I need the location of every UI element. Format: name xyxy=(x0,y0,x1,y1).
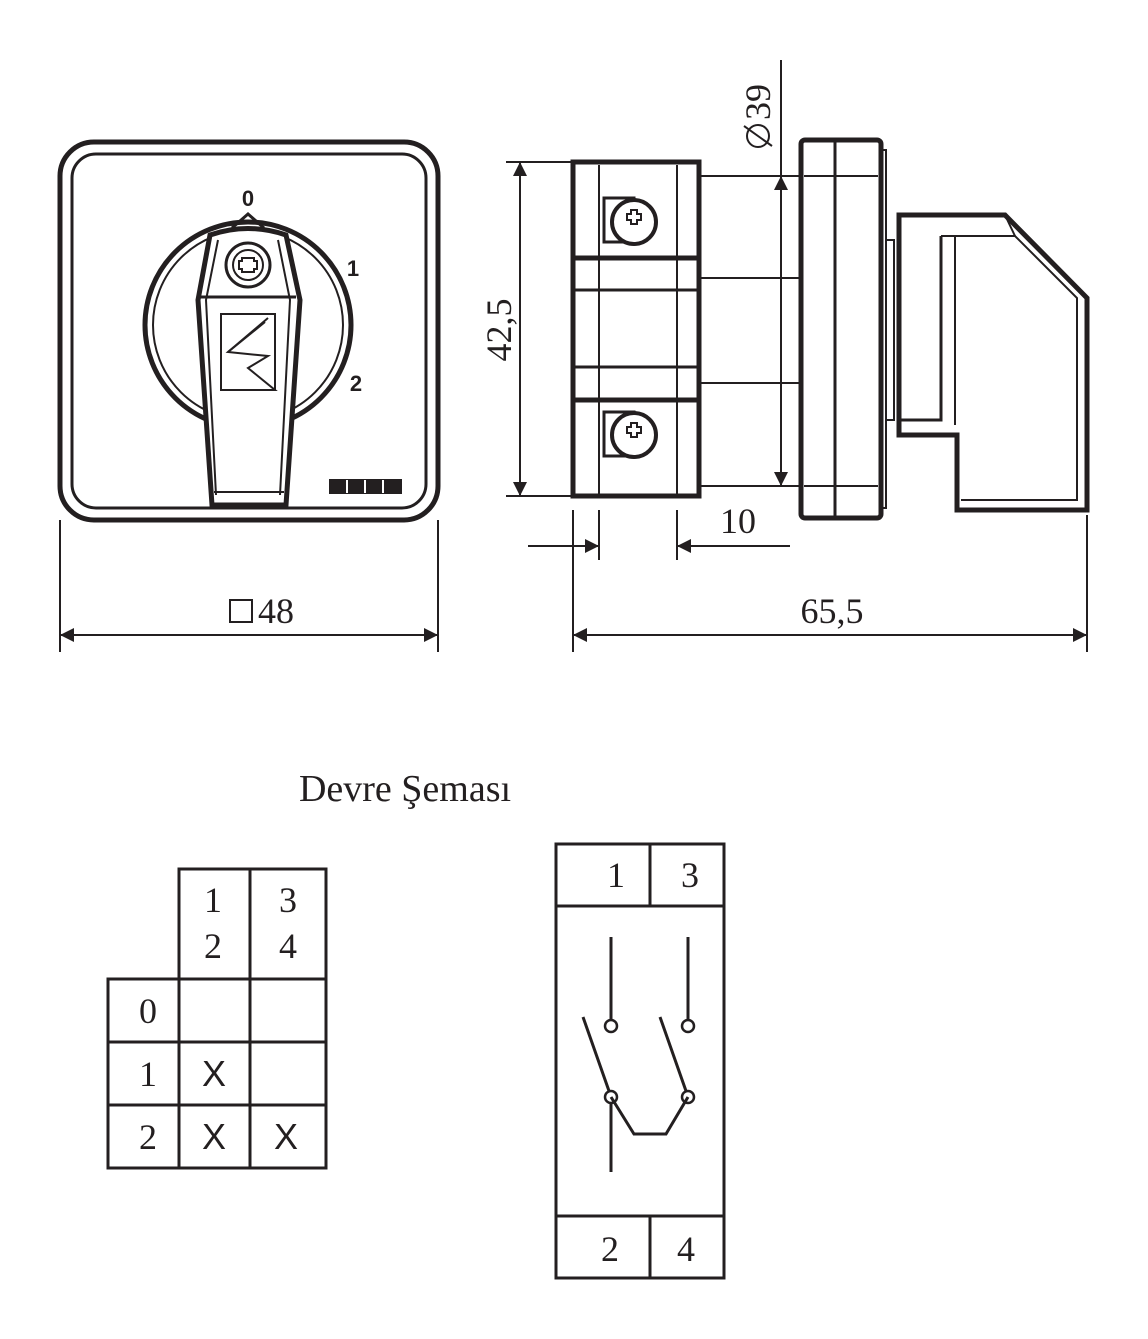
contact-body xyxy=(570,159,702,499)
terminal-screw-bottom xyxy=(602,410,658,459)
front-view: 0 1 2 xyxy=(57,139,441,523)
brand-logo xyxy=(220,313,278,391)
table-row-position: 0 xyxy=(139,991,157,1031)
knob-screw xyxy=(224,241,272,289)
table-row-position: 1 xyxy=(139,1054,157,1094)
terminal-label-3: 3 xyxy=(681,855,699,895)
terminal-screw-top xyxy=(602,196,658,246)
circuit-diagram: 1 3 2 4 xyxy=(554,842,726,1280)
diameter-symbol xyxy=(746,124,770,148)
table-cell: X xyxy=(202,1116,226,1157)
table-header-contact-4: 4 xyxy=(279,926,297,966)
depth-dimension: 10 xyxy=(528,501,790,560)
table-header-contact-1: 1 xyxy=(204,880,222,920)
front-plate-outer xyxy=(57,139,441,523)
side-view xyxy=(570,137,1090,521)
width-dimension-value: 48 xyxy=(258,591,294,631)
square-symbol xyxy=(229,599,253,623)
height-dimension-value: 42,5 xyxy=(479,299,519,362)
knob-pointer xyxy=(231,212,265,230)
length-dimension-value: 65,5 xyxy=(801,591,864,631)
diameter-dimension: 39 xyxy=(738,60,788,486)
diagram-title: Devre Şeması xyxy=(299,768,511,810)
length-dimension: 65,5 xyxy=(572,515,1088,652)
knob-side-profile xyxy=(896,212,1090,513)
position-label-0: 0 xyxy=(242,186,254,211)
height-dimension: 42,5 xyxy=(479,161,573,497)
position-label-1: 1 xyxy=(347,256,359,281)
width-dimension: 48 xyxy=(59,520,439,652)
diameter-dimension-value: 39 xyxy=(738,84,778,120)
terminal-label-1: 1 xyxy=(607,855,625,895)
table-row-position: 2 xyxy=(139,1117,157,1157)
front-plate-inner xyxy=(70,152,428,510)
table-header-contact-3: 3 xyxy=(279,880,297,920)
position-label-2: 2 xyxy=(350,371,362,396)
switching-table: 1 2 3 4 0 1 2 X X X xyxy=(106,867,328,1170)
terminal-label-2: 2 xyxy=(601,1229,619,1269)
table-header-contact-2: 2 xyxy=(204,926,222,966)
table-cell: X xyxy=(202,1053,226,1094)
mounting-flange xyxy=(798,137,884,521)
depth-dimension-value: 10 xyxy=(720,501,756,541)
table-cell: X xyxy=(274,1116,298,1157)
terminal-label-4: 4 xyxy=(677,1229,695,1269)
